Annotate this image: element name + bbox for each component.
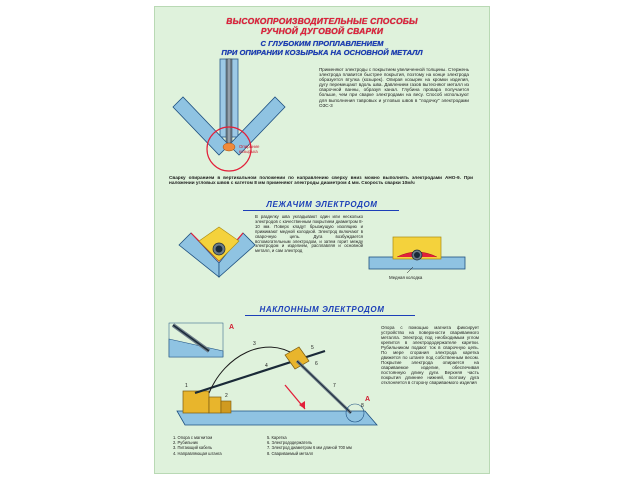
lying-electrode-corner-diagram: [178, 226, 256, 278]
mednaya-label: Медная колодка: [389, 275, 423, 280]
marker-a-detail: А: [365, 396, 371, 403]
legend-item-4: 4. Направляющая штанга: [173, 450, 222, 456]
title-line2: РУЧНОЙ ДУГОВОЙ СВАРКИ: [260, 26, 384, 36]
legend-right: 5. Каретка 6. Электрододержатель 7. Элек…: [267, 435, 352, 456]
title-line1: ВЫСОКОПРОИЗВОДИТЕЛЬНЫЕ СПОСОБЫ: [226, 16, 418, 26]
legend-item-7: 7. Электрод диаметром 6 мм длиной 700 мм: [267, 445, 352, 451]
legend-item-3: 3. Питающий кабель: [173, 445, 213, 451]
svg-text:8: 8: [361, 403, 364, 409]
intro-text: Применяют электроды с покрытием увеличен…: [319, 67, 469, 108]
legend-left: 1. Опора с магнитом 2. Рубильник 3. Пита…: [173, 435, 222, 456]
legend-item-8: 8. Свариваемый металл: [267, 450, 314, 456]
legend-item-6: 6. Электрододержатель: [267, 440, 313, 446]
subtitle-line1: С ГЛУБОКИМ ПРОПЛАВЛЕНИЕМ: [260, 39, 384, 48]
svg-text:4: 4: [265, 363, 268, 369]
section2-title: ЛЕЖАЧИМ ЭЛЕКТРОДОМ: [266, 200, 378, 209]
opirane-label: Опирание козырька: [239, 144, 260, 154]
section3-text: Опора с помощью магнита фиксирует устрой…: [381, 325, 479, 385]
legend-item-1: 1. Опора с магнитом: [173, 435, 213, 440]
section3-underline: [245, 315, 415, 316]
svg-text:1: 1: [185, 383, 188, 389]
legend-item-5: 5. Каретка: [267, 435, 287, 440]
svg-text:5: 5: [311, 345, 314, 351]
vertical-text: Сварку опиранием в вертикальном положени…: [169, 175, 473, 186]
section2-underline: [243, 210, 399, 211]
svg-text:2: 2: [225, 393, 228, 399]
svg-text:6: 6: [315, 361, 318, 367]
section2-text: В разделку шва укладывают один или неско…: [255, 214, 363, 254]
inclined-electrode-diagram: 1 2 3 4 5 6 7 8: [168, 322, 378, 426]
section3-title: НАКЛОННЫМ ЭЛЕКТРОДОМ: [259, 305, 385, 314]
poster: ВЫСОКОПРОИЗВОДИТЕЛЬНЫЕ СПОСОБЫ РУЧНОЙ ДУ…: [154, 6, 490, 474]
marker-a-inset: А: [229, 324, 235, 331]
subtitle-line2: ПРИ ОПИРАНИИ КОЗЫРЬКА НА ОСНОВНОЙ МЕТАЛЛ: [221, 48, 423, 57]
svg-text:3: 3: [253, 341, 256, 347]
lying-electrode-flat-diagram: [368, 236, 466, 274]
svg-text:7: 7: [333, 383, 336, 389]
deep-penetration-diagram: [172, 58, 286, 172]
legend-item-2: 2. Рубильник: [173, 440, 198, 446]
